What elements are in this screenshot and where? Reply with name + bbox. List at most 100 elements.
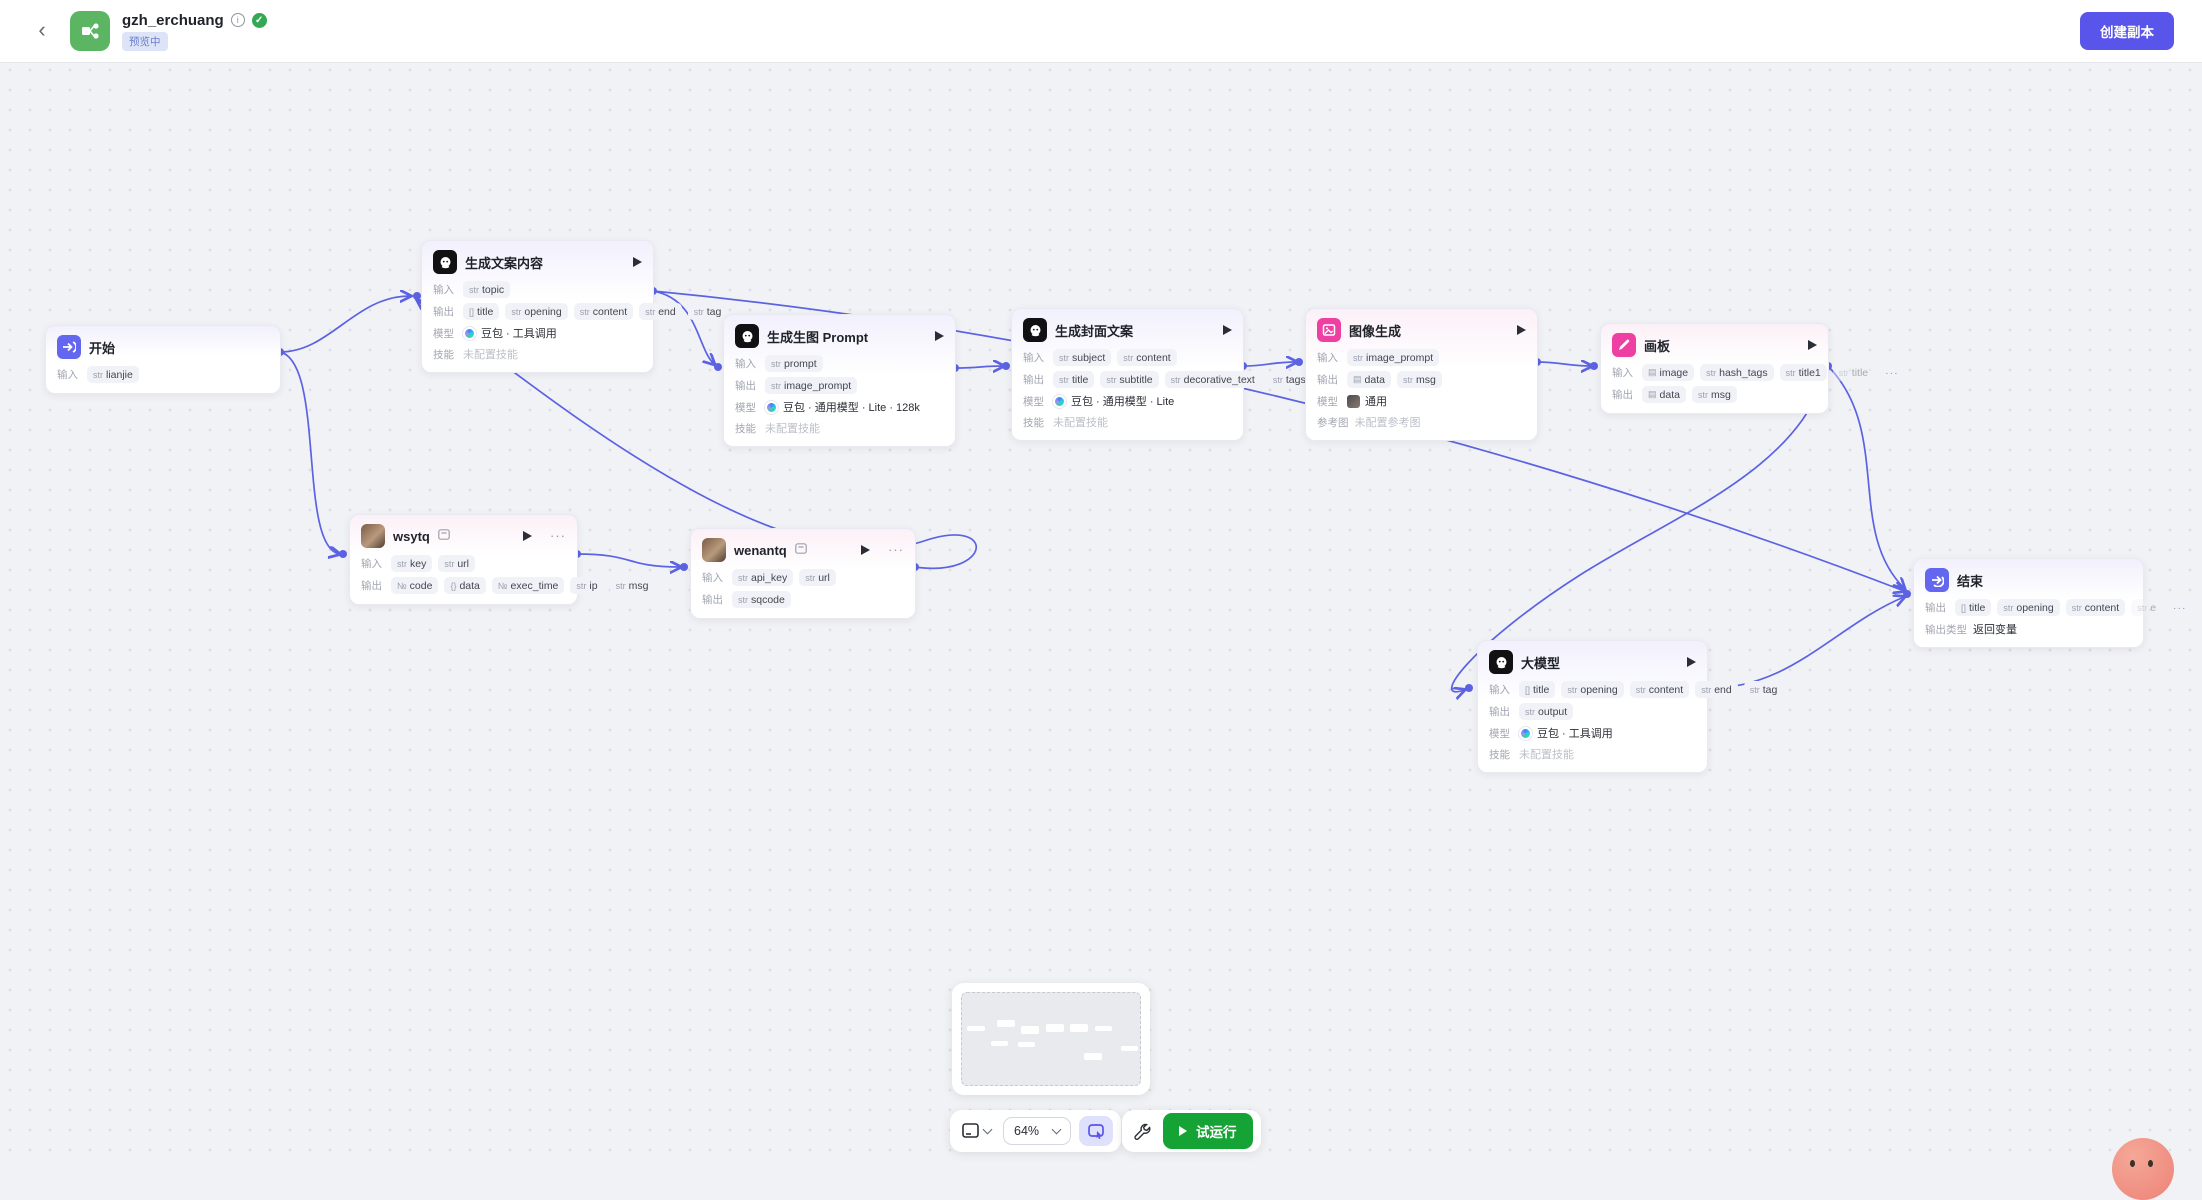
- zoom-level-select[interactable]: 64%: [1003, 1117, 1071, 1145]
- img-type-icon: ▤: [1648, 367, 1657, 378]
- param-tag-content[interactable]: strcontent: [574, 303, 633, 320]
- port-dot[interactable]: [1590, 362, 1598, 370]
- arr-type-icon: []: [1961, 603, 1966, 613]
- node-run-button[interactable]: [523, 531, 532, 541]
- port-dot[interactable]: [413, 292, 421, 300]
- node-run-button[interactable]: [1808, 340, 1817, 350]
- param-tag-tag[interactable]: strtag: [1744, 681, 1784, 698]
- port-dot[interactable]: [680, 563, 688, 571]
- param-tag-ip[interactable]: strip: [570, 577, 603, 594]
- node-run-button[interactable]: [1517, 325, 1526, 335]
- start-node-icon: [57, 335, 81, 359]
- edge-gen-content-to-gen-image-prompt[interactable]: [653, 291, 714, 364]
- node-run-button[interactable]: [633, 257, 642, 267]
- node-llm-node[interactable]: 大模型输入[]titlestropeningstrcontentstrendst…: [1477, 640, 1708, 773]
- param-tag-msg[interactable]: strmsg: [610, 577, 655, 594]
- select-mode-button[interactable]: [1079, 1116, 1113, 1146]
- node-wsytq[interactable]: wsytq···输入strkeystrurl输出№code{}data№exec…: [349, 514, 578, 605]
- more-params-button[interactable]: ···: [2168, 599, 2192, 616]
- edge-wsytq-to-wenantq[interactable]: [577, 554, 680, 567]
- param-tag-hash_tags[interactable]: strhash_tags: [1700, 364, 1773, 381]
- minimap[interactable]: [952, 983, 1150, 1095]
- param-tag-data[interactable]: ▤data: [1642, 386, 1686, 403]
- param-tag-title[interactable]: strtitle: [1833, 364, 1874, 381]
- create-copy-button[interactable]: 创建副本: [2080, 12, 2174, 50]
- param-tag-msg[interactable]: strmsg: [1397, 371, 1442, 388]
- param-tag-decorative_text[interactable]: strdecorative_text: [1165, 371, 1261, 388]
- node-more-menu-button[interactable]: ···: [550, 532, 566, 540]
- param-tag-title1[interactable]: strtitle1: [1780, 364, 1827, 381]
- port-dot[interactable]: [1002, 362, 1010, 370]
- param-tag-subtitle[interactable]: strsubtitle: [1100, 371, 1158, 388]
- param-tag-e[interactable]: stre: [2131, 599, 2162, 616]
- node-run-button[interactable]: [1223, 325, 1232, 335]
- param-tag-lianjie[interactable]: strlianjie: [87, 366, 139, 383]
- param-tag-title[interactable]: []title: [1519, 681, 1555, 698]
- edge-gen-cover-copy-to-image-gen[interactable]: [1243, 362, 1296, 366]
- str-type-icon: str: [1698, 390, 1708, 400]
- node-gen-content[interactable]: 生成文案内容输入strtopic输出[]titlestropeningstrco…: [421, 240, 654, 373]
- param-tag-exec_time[interactable]: №exec_time: [492, 577, 565, 594]
- param-tag-image[interactable]: ▤image: [1642, 364, 1694, 381]
- param-tag-sqcode[interactable]: strsqcode: [732, 591, 791, 608]
- app-logo-icon: [70, 11, 110, 51]
- param-tag-image_prompt[interactable]: strimage_prompt: [765, 377, 857, 394]
- param-tag-end[interactable]: strend: [639, 303, 682, 320]
- node-more-menu-button[interactable]: ···: [888, 546, 904, 554]
- port-dot[interactable]: [1465, 684, 1473, 692]
- param-tag-content[interactable]: strcontent: [1630, 681, 1689, 698]
- param-tag-topic[interactable]: strtopic: [463, 281, 510, 298]
- edge-image-gen-to-canvas-board[interactable]: [1537, 362, 1591, 366]
- node-wenantq[interactable]: wenantq···输入strapi_keystrurl输出strsqcode: [690, 528, 916, 619]
- edge-llm-node-to-end[interactable]: [1707, 597, 1904, 688]
- param-tag-title[interactable]: []title: [1955, 599, 1991, 616]
- node-image-gen[interactable]: 图像生成输入strimage_prompt输出▤datastrmsg模型通用参考…: [1305, 308, 1538, 441]
- debug-wrench-icon[interactable]: [1130, 1119, 1155, 1144]
- str-type-icon: str: [1636, 685, 1646, 695]
- param-tag-content[interactable]: strcontent: [1117, 349, 1176, 366]
- node-canvas-board[interactable]: 画板输入▤imagestrhash_tagsstrtitle1strtitle·…: [1600, 323, 1829, 414]
- edge-gen-image-prompt-to-gen-cover-copy[interactable]: [955, 366, 1003, 368]
- param-tag-api_key[interactable]: strapi_key: [732, 569, 793, 586]
- node-start[interactable]: 开始输入strlianjie: [45, 325, 281, 394]
- node-gen-cover-copy[interactable]: 生成封面文案输入strsubjectstrcontent输出strtitlest…: [1011, 308, 1244, 441]
- info-icon[interactable]: i: [231, 13, 245, 27]
- node-gen-image-prompt[interactable]: 生成生图 Prompt输入strprompt输出strimage_prompt模…: [723, 314, 956, 447]
- param-tag-subject[interactable]: strsubject: [1053, 349, 1111, 366]
- port-dot[interactable]: [1295, 358, 1303, 366]
- param-tag-image_prompt[interactable]: strimage_prompt: [1347, 349, 1439, 366]
- run-toolbar: 试运行: [1122, 1110, 1261, 1152]
- node-end[interactable]: 结束输出[]titlestropeningstrcontentstre···输出…: [1913, 558, 2144, 648]
- port-dot[interactable]: [339, 550, 347, 558]
- edge-start-to-wsytq[interactable]: [280, 352, 339, 554]
- param-tag-url[interactable]: strurl: [438, 555, 475, 572]
- back-button[interactable]: ‹: [28, 17, 56, 45]
- param-tag-opening[interactable]: stropening: [1561, 681, 1623, 698]
- param-tag-data[interactable]: {}data: [444, 577, 485, 594]
- param-tag-output[interactable]: stroutput: [1519, 703, 1573, 720]
- more-params-button[interactable]: ···: [1880, 364, 1904, 381]
- edge-canvas-board-to-end[interactable]: [1828, 366, 1904, 588]
- port-dot[interactable]: [714, 363, 722, 371]
- layout-mode-button[interactable]: [958, 1119, 995, 1143]
- param-tag-code[interactable]: №code: [391, 577, 438, 594]
- param-tag-key[interactable]: strkey: [391, 555, 432, 572]
- param-tag-title[interactable]: strtitle: [1053, 371, 1094, 388]
- node-run-button[interactable]: [861, 545, 870, 555]
- param-tag-msg[interactable]: strmsg: [1692, 386, 1737, 403]
- param-tag-content[interactable]: strcontent: [2066, 599, 2125, 616]
- param-tag-title[interactable]: []title: [463, 303, 499, 320]
- assistant-mascot[interactable]: [2112, 1138, 2174, 1200]
- edge-start-to-gen-content[interactable]: [280, 296, 410, 352]
- param-tag-end[interactable]: strend: [1695, 681, 1738, 698]
- param-tag-data[interactable]: ▤data: [1347, 371, 1391, 388]
- port-dot[interactable]: [1903, 590, 1911, 598]
- node-run-button[interactable]: [935, 331, 944, 341]
- param-tag-prompt[interactable]: strprompt: [765, 355, 823, 372]
- param-tag-tag[interactable]: strtag: [688, 303, 728, 320]
- param-tag-opening[interactable]: stropening: [1997, 599, 2059, 616]
- param-tag-url[interactable]: strurl: [799, 569, 836, 586]
- node-run-button[interactable]: [1687, 657, 1696, 667]
- test-run-button[interactable]: 试运行: [1163, 1113, 1253, 1149]
- param-tag-opening[interactable]: stropening: [505, 303, 567, 320]
